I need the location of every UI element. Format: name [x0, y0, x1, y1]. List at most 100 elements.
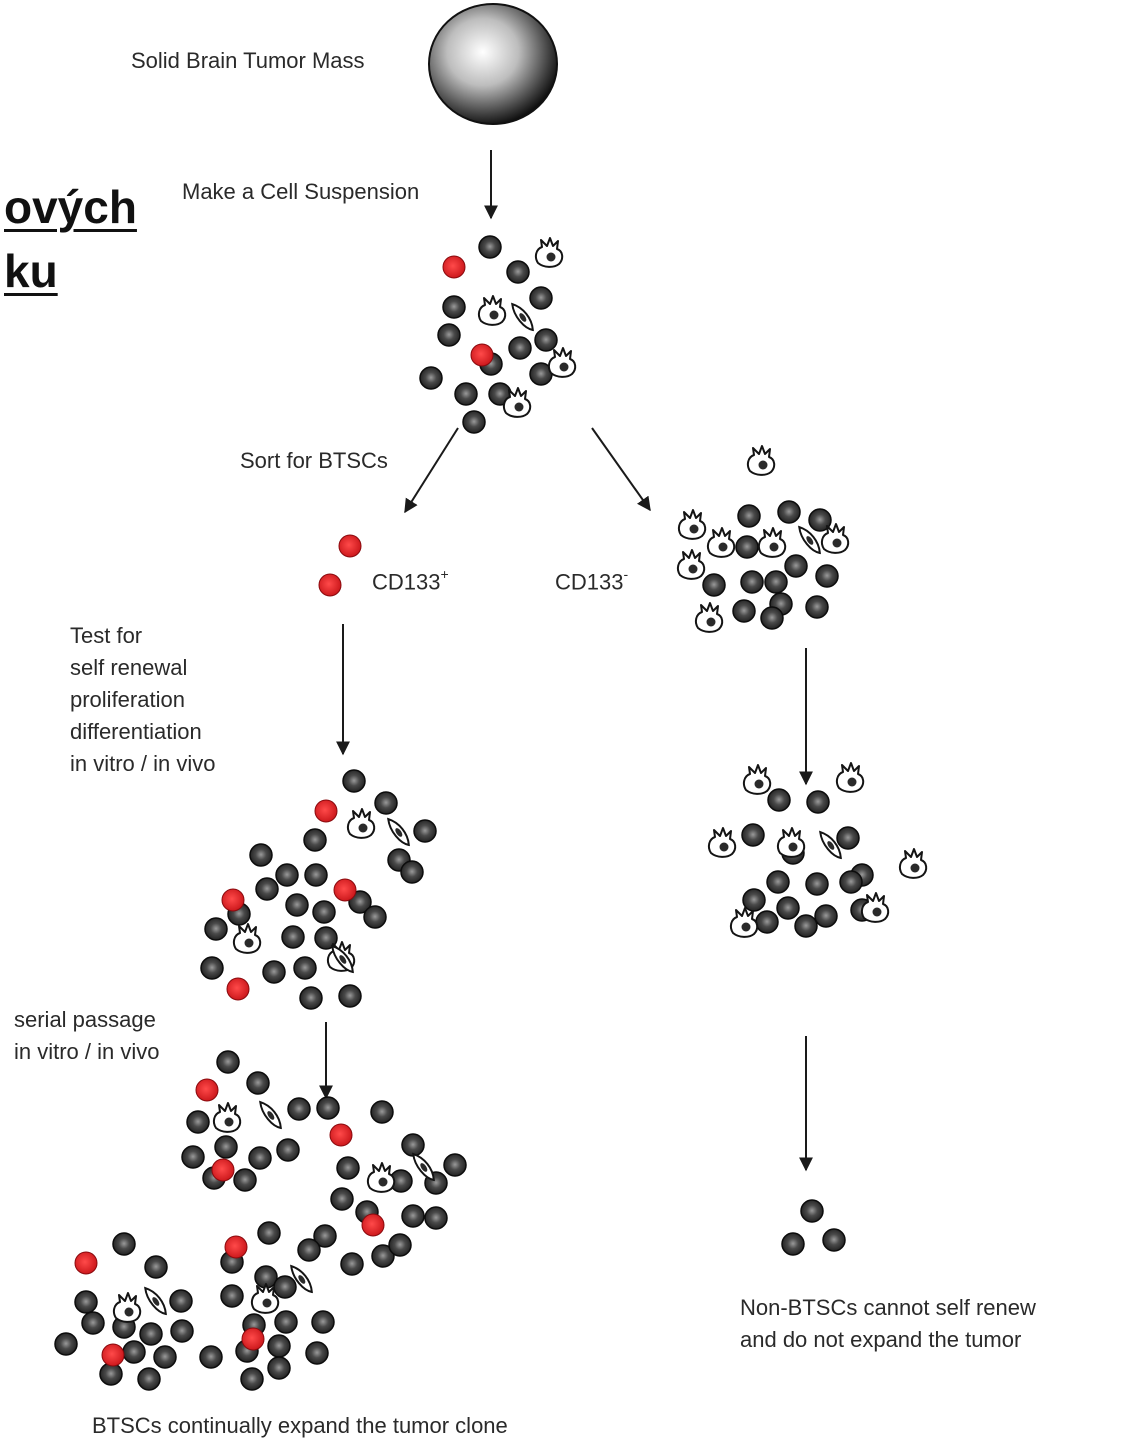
spindle-cell-icon: [144, 1286, 167, 1316]
stem-cell-icon: [211, 1158, 235, 1182]
tumor-cell-icon: [293, 956, 317, 980]
stem-cell-icon: [74, 1251, 98, 1275]
irregular-cell-icon: [212, 1102, 242, 1133]
spindle-cell-icon: [331, 944, 354, 974]
spindle-cell-icon: [412, 1152, 435, 1182]
tumor-cell-icon: [216, 1050, 240, 1074]
tumor-cell-icon: [374, 791, 398, 815]
tumor-cell-icon: [336, 1156, 360, 1180]
tumor-cell-icon: [534, 328, 558, 352]
test-line-3: proliferation: [70, 687, 185, 712]
spindle-cell-icon: [290, 1264, 313, 1294]
test-line-1: Test for: [70, 623, 143, 648]
tumor-cell-icon: [419, 366, 443, 390]
non-btsc-line-2: and do not expand the tumor: [740, 1327, 1022, 1352]
tumor-cell-icon: [305, 1341, 329, 1365]
tumor-cell-icon: [755, 910, 779, 934]
cd133-positive-sup: +: [440, 566, 449, 582]
tumor-cell-icon: [506, 260, 530, 284]
tumor-cell-icon: [805, 872, 829, 896]
tumor-cell-icon: [233, 1168, 257, 1192]
stem-cell-icon: [318, 573, 342, 597]
irregular-cell-icon: [729, 907, 759, 938]
spindle-cell-icon: [511, 302, 534, 332]
irregular-cell-icon: [757, 527, 787, 558]
irregular-cell-icon: [820, 523, 850, 554]
tumor-cell-icon: [240, 1367, 264, 1391]
tumor-cell-icon: [454, 382, 478, 406]
tumor-cell-icon: [784, 554, 808, 578]
irregular-cell-icon: [366, 1162, 396, 1193]
tumor-cell-icon: [204, 917, 228, 941]
label-cell-suspension: Make a Cell Suspension: [182, 179, 420, 204]
tumor-cell-icon: [400, 860, 424, 884]
non-btsc-line-1: Non-BTSCs cannot self renew: [740, 1295, 1036, 1320]
tumor-cell-icon: [299, 986, 323, 1010]
tumor-cell-icon: [200, 956, 224, 980]
stem-cell-icon: [241, 1327, 265, 1351]
test-line-5: in vitro / in vivo: [70, 751, 216, 776]
tumor-cell-icon: [735, 535, 759, 559]
tumor-cell-icon: [255, 877, 279, 901]
tumor-cell-icon: [137, 1367, 161, 1391]
stem-cell-icon: [226, 977, 250, 1001]
tumor-cell-icon: [285, 893, 309, 917]
tumor-cell-icon: [760, 606, 784, 630]
tumor-cell-icon: [122, 1340, 146, 1364]
tumor-cell-icon: [297, 1238, 321, 1262]
tumor-cell-icon: [777, 500, 801, 524]
irregular-cell-icon: [776, 827, 806, 858]
tumor-cell-icon: [794, 914, 818, 938]
irregular-cell-icon: [346, 808, 376, 839]
tumor-sphere-icon: [428, 3, 558, 125]
tumor-cell-icon: [800, 1199, 824, 1223]
label-serial-passage: serial passage in vitro / in vivo: [14, 1004, 160, 1068]
irregular-cell-icon: [112, 1292, 142, 1323]
tumor-cell-icon: [314, 926, 338, 950]
cd133-negative-sup: -: [623, 566, 629, 582]
tumor-cell-icon: [214, 1135, 238, 1159]
tumor-cell-icon: [702, 573, 726, 597]
irregular-cell-icon: [477, 295, 507, 326]
irregular-cell-icon: [676, 549, 706, 580]
tumor-cell-icon: [443, 1153, 467, 1177]
cd133-negative-text: CD133: [555, 569, 624, 595]
spindle-cell-icon: [819, 830, 842, 860]
tumor-cell-icon: [248, 1146, 272, 1170]
tumor-cell-icon: [401, 1133, 425, 1157]
tumor-cell-icon: [112, 1232, 136, 1256]
tumor-cell-icon: [54, 1332, 78, 1356]
tumor-cell-icon: [737, 504, 761, 528]
tumor-cell-icon: [732, 599, 756, 623]
tumor-cell-icon: [401, 1204, 425, 1228]
arrow-icon: [591, 427, 651, 512]
tumor-cell-icon: [815, 564, 839, 588]
stem-cell-icon: [195, 1078, 219, 1102]
tumor-cell-icon: [741, 823, 765, 847]
tumor-cell-icon: [287, 1097, 311, 1121]
tumor-cell-icon: [312, 900, 336, 924]
tumor-cell-icon: [742, 888, 766, 912]
stem-cell-icon: [338, 534, 362, 558]
irregular-cell-icon: [835, 762, 865, 793]
tumor-cell-icon: [413, 819, 437, 843]
irregular-cell-icon: [707, 827, 737, 858]
tumor-cell-icon: [370, 1100, 394, 1124]
tumor-cell-icon: [814, 904, 838, 928]
label-non-btsc: Non-BTSCs cannot self renew and do not e…: [740, 1292, 1036, 1356]
tumor-cell-icon: [267, 1356, 291, 1380]
label-tumor-mass: Solid Brain Tumor Mass: [131, 48, 365, 73]
irregular-cell-icon: [250, 1283, 280, 1314]
tumor-cell-icon: [781, 1232, 805, 1256]
tumor-cell-icon: [303, 828, 327, 852]
stem-cell-icon: [221, 888, 245, 912]
stem-cell-icon: [470, 343, 494, 367]
tumor-cell-icon: [342, 769, 366, 793]
irregular-cell-icon: [232, 923, 262, 954]
irregular-cell-icon: [706, 527, 736, 558]
tumor-cell-icon: [767, 788, 791, 812]
tumor-cell-icon: [246, 1071, 270, 1095]
tumor-cell-icon: [808, 508, 832, 532]
tumor-cell-icon: [388, 1233, 412, 1257]
label-sort-btscs: Sort for BTSCs: [240, 448, 388, 473]
